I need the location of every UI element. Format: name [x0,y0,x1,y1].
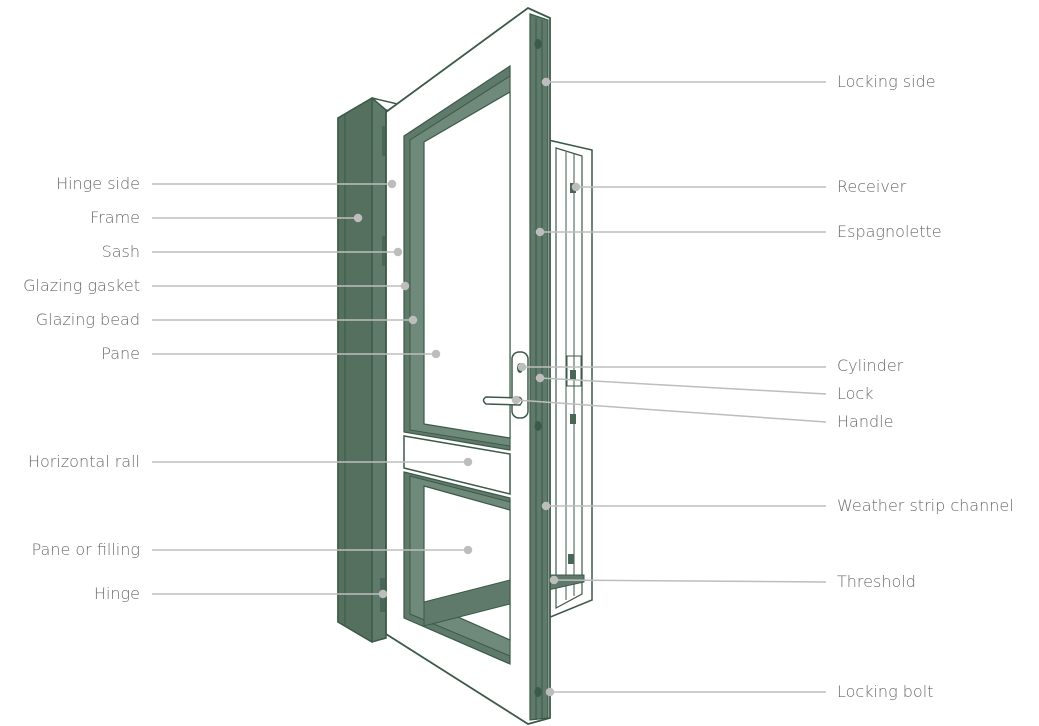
pane-upper [423,90,511,439]
lock-plate [511,351,529,419]
leader-lines [152,77,827,697]
label-cylinder: Cylinder [837,356,904,375]
frame-left-face [337,96,373,644]
label-locking-bolt: Locking bolt [837,682,934,701]
label-hinge: Hinge [93,584,140,603]
label-pane: Pane [101,344,140,363]
label-lock: Lock [837,384,874,403]
label-locking-side: Locking side [837,72,936,91]
label-espagnolette: Espagnolette [837,222,942,241]
handle-lever [482,396,521,406]
sash [385,6,551,725]
label-frame: Frame [90,208,140,227]
hinge-top [382,126,388,156]
label-glazing-bead: Glazing bead [35,310,140,329]
label-horizontal-rail: Horizontal rall [27,452,140,471]
label-pane-or-filling: Pane or filling [31,540,140,559]
label-sash: Sash [101,242,140,261]
label-weather-strip-channel: Weather strip channel [837,496,1014,515]
label-receiver: Receiver [837,177,907,196]
label-threshold: Threshold [837,572,916,591]
label-glazing-gasket: Glazing gasket [23,276,140,295]
label-handle: Handle [837,412,894,431]
label-hinge-side: Hinge side [56,174,140,193]
horizontal-rail [403,435,511,495]
